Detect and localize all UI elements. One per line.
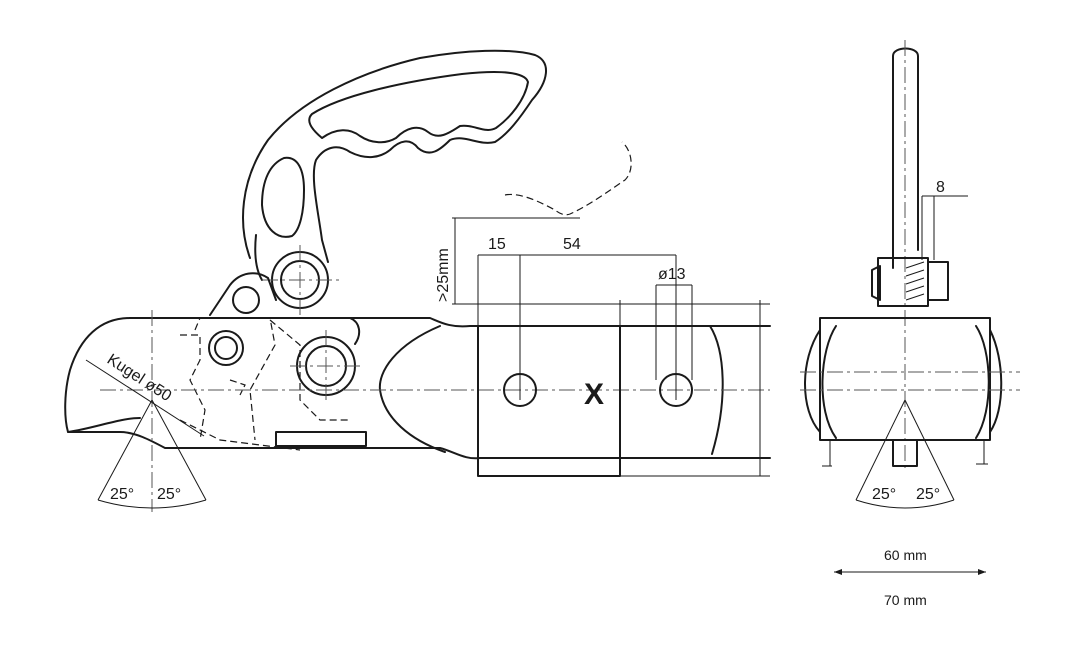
handle-grip-window xyxy=(308,71,529,144)
front-angle-right: 25° xyxy=(916,486,940,503)
dim-8-label: 8 xyxy=(936,179,945,196)
side-angle-arc xyxy=(97,499,207,509)
front-angle-arc xyxy=(855,499,955,509)
dim-25mm-label: >25mm xyxy=(435,248,452,302)
front-angle-left: 25° xyxy=(872,486,896,503)
handle-outline xyxy=(242,49,547,263)
housing-outline xyxy=(129,317,771,328)
marker-x: X xyxy=(584,378,604,411)
small-pin xyxy=(232,286,260,314)
ball-dim-line xyxy=(85,359,205,437)
left-bolt-outer xyxy=(208,330,244,366)
side-angle-left: 25° xyxy=(110,486,134,503)
front-latch xyxy=(877,257,929,307)
front-view: 8 25° 25° 60 mm 70 mm xyxy=(800,40,1020,608)
front-body xyxy=(819,317,991,441)
dim-54-label: 54 xyxy=(563,236,581,253)
side-view: Kugel ø50 25° 25° 15 54 ø13 >25mm xyxy=(64,49,771,512)
width-70-label: 70 mm xyxy=(884,592,927,608)
hole-diameter-label: ø13 xyxy=(658,266,686,283)
width-60-label: 60 mm xyxy=(884,547,927,563)
left-bolt-inner xyxy=(214,336,238,360)
side-angle-right: 25° xyxy=(157,486,181,503)
handle-slot xyxy=(261,156,305,238)
label-plate xyxy=(275,431,367,447)
dim-15-label: 15 xyxy=(488,236,506,253)
